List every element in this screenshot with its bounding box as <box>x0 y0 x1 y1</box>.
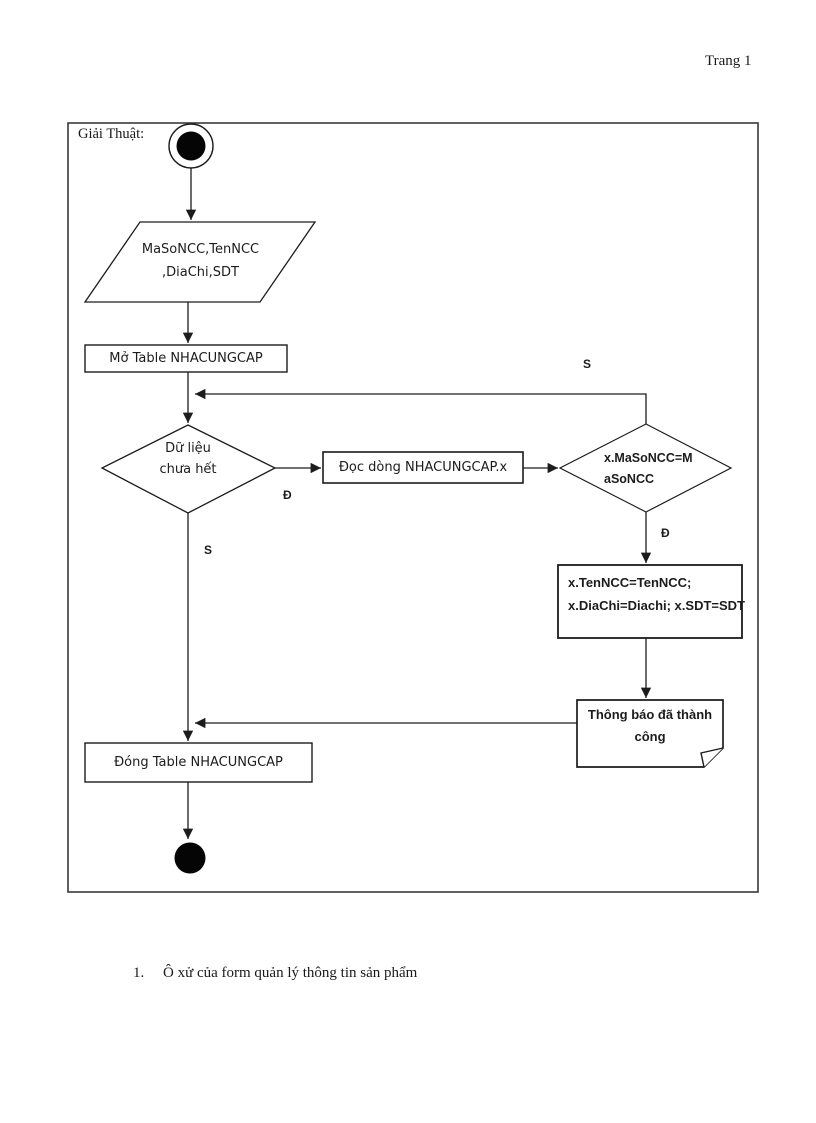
decision1-line2: chưa hết <box>159 462 217 477</box>
caption-number: 1. <box>133 965 145 981</box>
flow-arrow-loop-back <box>195 388 647 424</box>
assign-rect <box>557 564 743 639</box>
note-fold-icon <box>700 747 724 768</box>
page-number: Trang 1 <box>705 53 752 69</box>
decision2-line2: aSoNCC <box>604 472 655 486</box>
assign-label: x.TenNCC=TenNCC; x.DiaChi=Diachi; x.SDT=… <box>568 571 745 617</box>
caption-text: Ô xử của form quản lý thông tin sản phẩm <box>163 965 418 981</box>
decision2-line1: x.MaSoNCC=M <box>604 451 693 465</box>
input-line1: MaSoNCC,TenNCC <box>141 242 260 257</box>
input-parallelogram <box>83 221 317 303</box>
start-node-icon <box>176 131 206 161</box>
decision2-label: x.MaSoNCC=M aSoNCC <box>604 448 704 490</box>
read-row-rect <box>322 451 524 484</box>
read-row-label: Đọc dòng NHACUNGCAP.x <box>338 460 508 475</box>
note-line2: công <box>634 729 666 744</box>
assign-line1: x.TenNCC=TenNCC; <box>568 575 692 590</box>
edge-label-loop-s: S <box>583 357 592 371</box>
open-table-rect <box>84 344 288 373</box>
diagram-title: Giải Thuật: <box>78 126 145 142</box>
diagram-frame <box>67 122 759 893</box>
note-label: Thông báo đã thành công <box>580 704 720 748</box>
decision1-line1: Dữ liệu <box>165 441 211 456</box>
close-table-rect <box>84 742 313 783</box>
assign-line2: x.DiaChi=Diachi; x.SDT=SDT <box>568 598 745 613</box>
decision1-label: Dữ liệu chưa hết <box>128 438 248 480</box>
caption-list-item: 1. Ô xử của form quản lý thông tin sản ph… <box>133 965 417 982</box>
note-line1: Thông báo đã thành <box>587 707 713 722</box>
input-line2: ,DiaChi,SDT <box>162 265 239 280</box>
edge-label-decision2-yes: Đ <box>661 526 670 540</box>
edge-label-decision1-no: S <box>204 543 213 557</box>
close-table-label: Đóng Table NHACUNGCAP <box>114 755 283 770</box>
open-table-label: Mở Table NHACUNGCAP <box>109 351 263 366</box>
end-node-icon <box>174 842 206 874</box>
edge-label-decision1-yes: Đ <box>283 488 292 502</box>
input-node-label: MaSoNCC,TenNCC ,DiaChi,SDT <box>108 238 293 284</box>
